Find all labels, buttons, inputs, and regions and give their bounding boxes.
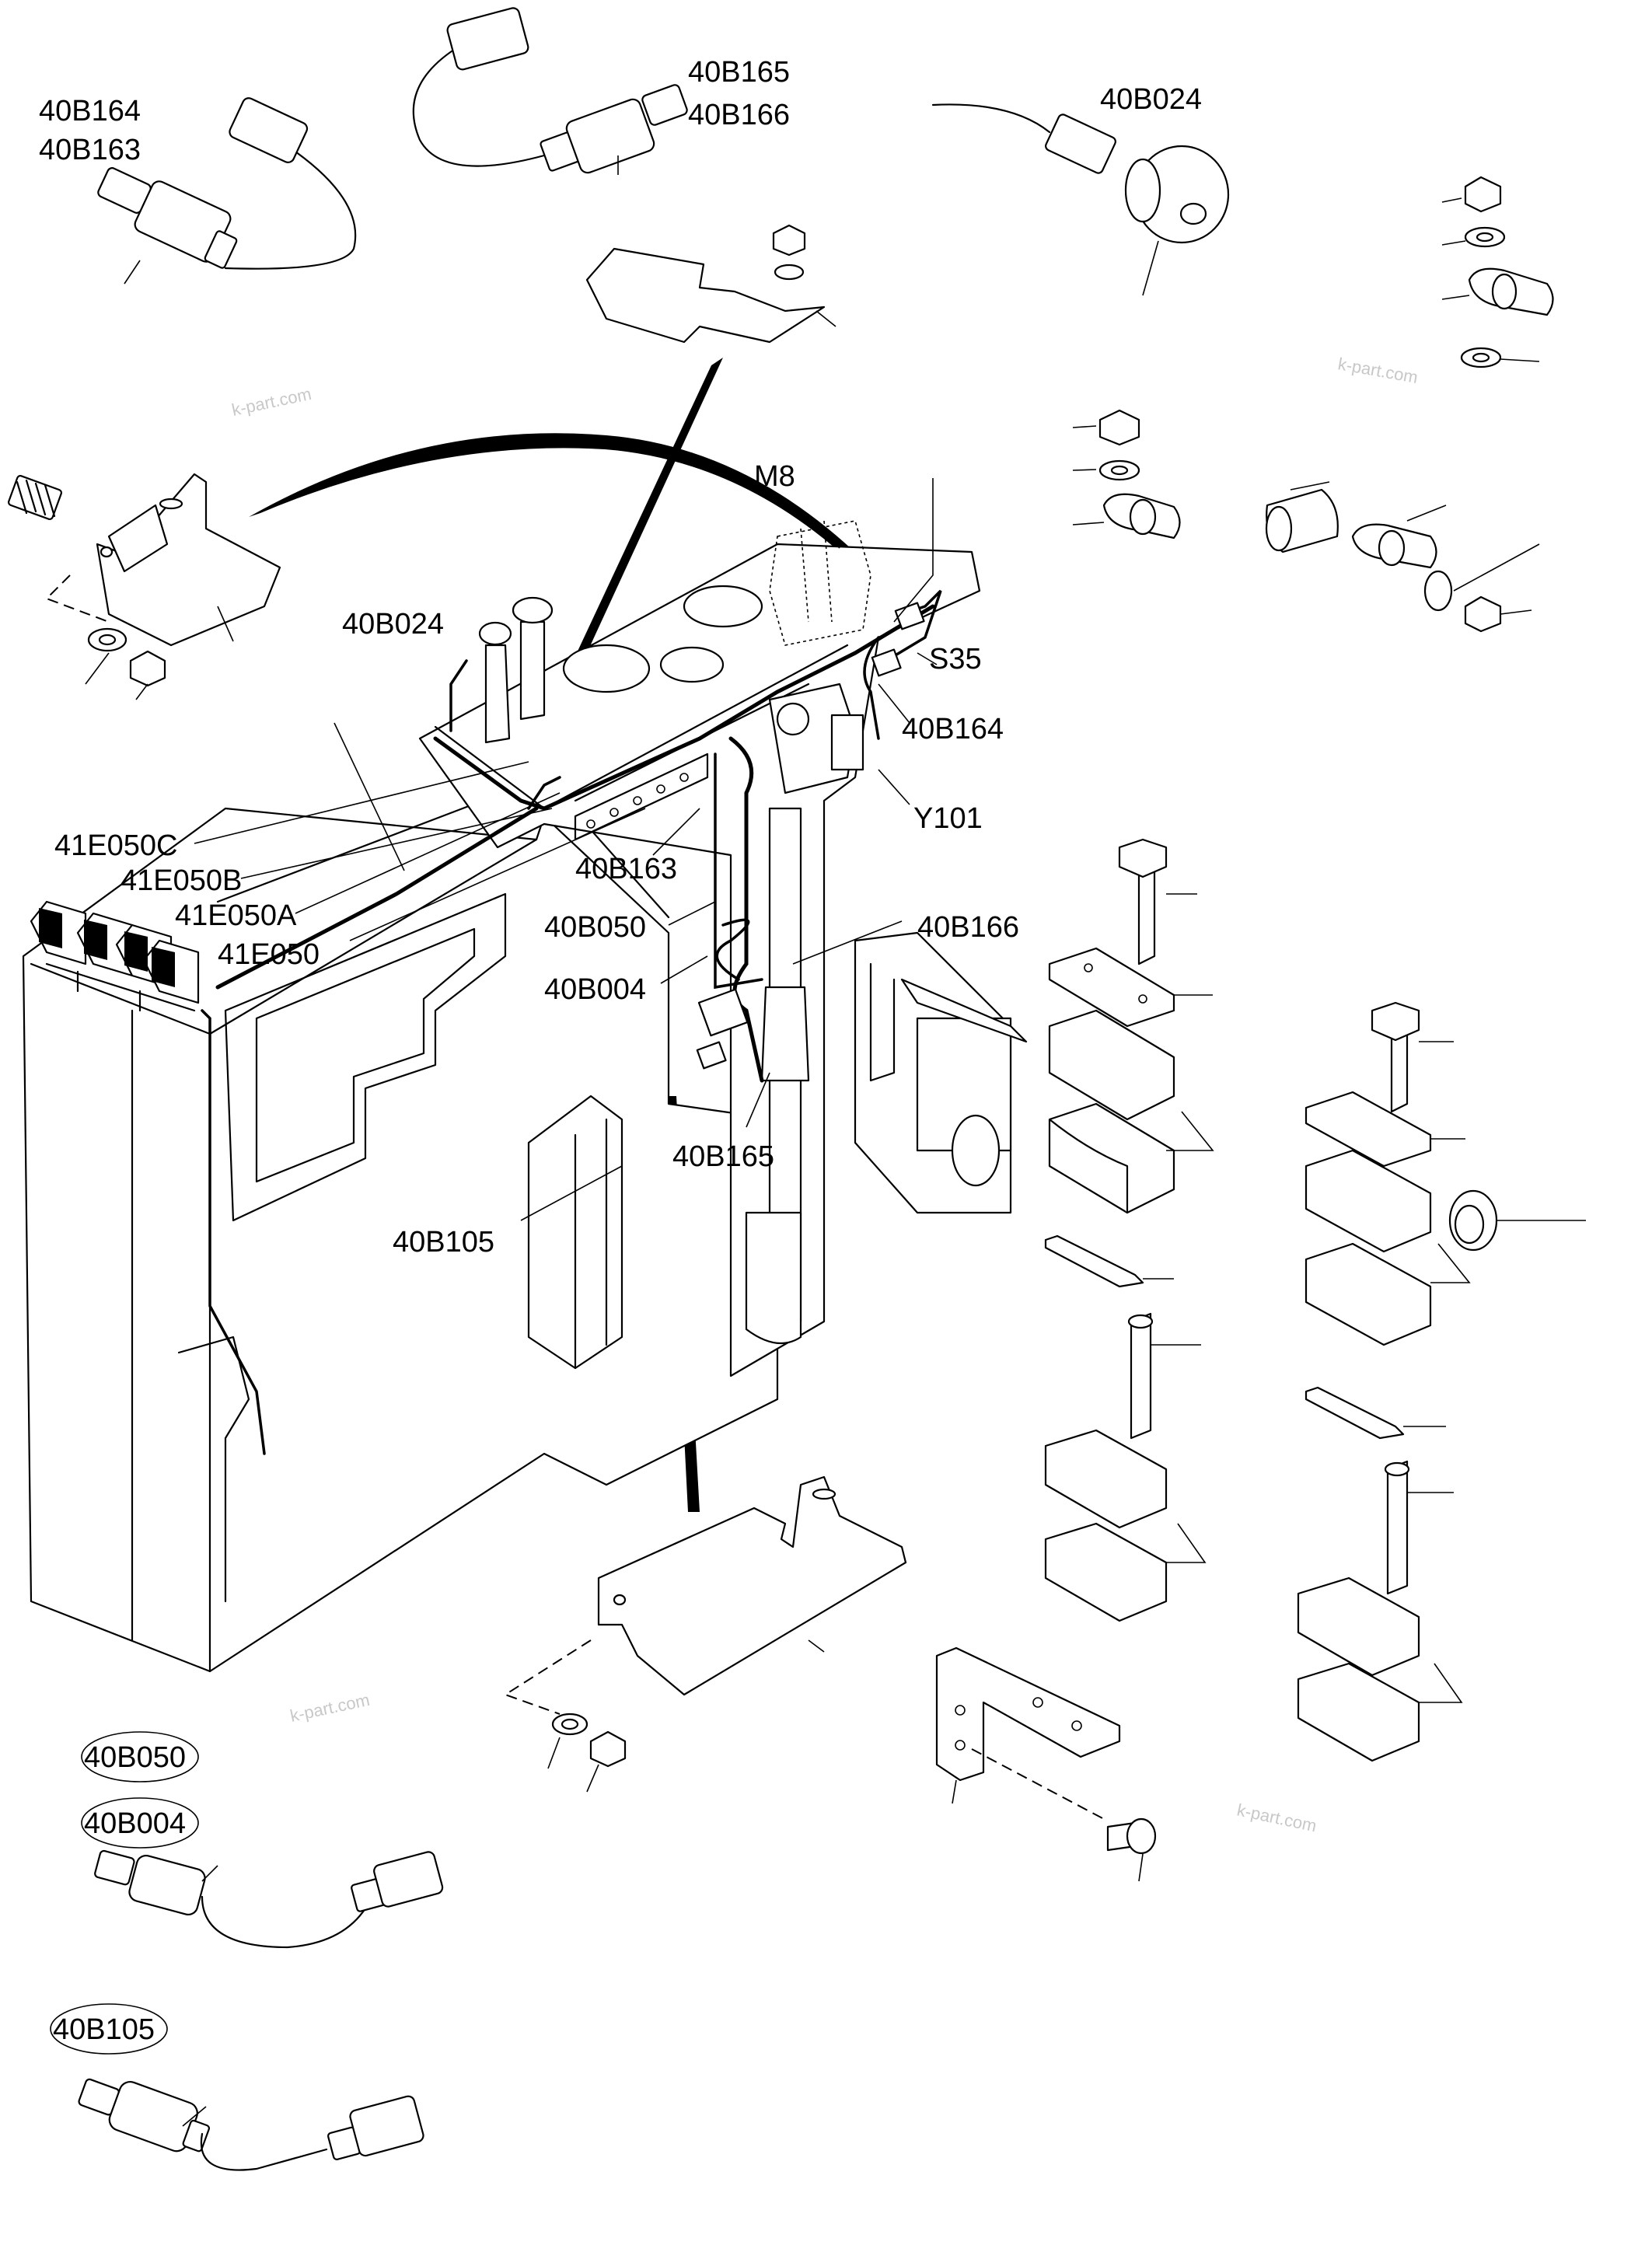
watermark-1: k-part.com (230, 384, 313, 420)
bracket-plate-left (7, 473, 281, 700)
label-41e050c: 41E050C (54, 829, 177, 862)
pipe-clamp-stack-1 (1044, 838, 1214, 1622)
label-40b163-mid: 40B163 (575, 853, 677, 885)
label-40b024-mid: 40B024 (342, 608, 444, 641)
label-40b166-top: 40B166 (688, 99, 790, 131)
main-assembly (22, 520, 1028, 1673)
callout-oval-40b105 (50, 2003, 168, 2055)
clamp-with-spacer (1265, 481, 1540, 633)
sensor-40b165-top (412, 7, 688, 175)
label-41e050a: 41E050A (175, 899, 297, 932)
label-40b165-mid: 40B165 (672, 1140, 774, 1173)
angle-bracket (935, 1646, 1157, 1882)
label-41e050b: 41E050B (120, 864, 242, 897)
label-40b004-circled: 40B004 (84, 1807, 186, 1840)
watermark-4: k-part.com (1235, 1800, 1318, 1835)
label-40b166-mid: 40B166 (917, 911, 1019, 944)
pipe-clamp-stack-2 (1297, 1001, 1586, 1762)
callout-oval-40b050 (81, 1731, 199, 1782)
label-40b105-mid: 40B105 (393, 1226, 494, 1259)
label-40b105-circled: 40B105 (53, 2013, 155, 2046)
label-40b024-top: 40B024 (1100, 83, 1202, 116)
label-40b164-mid: 40B164 (902, 713, 1004, 745)
label-s35: S35 (929, 643, 982, 676)
leader-lines (194, 478, 938, 1221)
watermark-3: k-part.com (288, 1690, 372, 1726)
label-m8: M8 (754, 460, 795, 493)
label-y101: Y101 (913, 802, 983, 835)
sensor-40b105 (78, 2078, 424, 2171)
sensor-40b024-top (931, 103, 1230, 296)
label-41e050: 41E050 (218, 938, 320, 971)
label-40b050-circled: 40B050 (84, 1741, 186, 1774)
watermark-2: k-part.com (1336, 354, 1420, 387)
wiring-harness (201, 589, 942, 1455)
label-40b163-top: 40B163 (39, 134, 141, 166)
label-40b004-mid: 40B004 (544, 973, 646, 1006)
sensor-40b164-top (97, 97, 357, 285)
arrow-to-bracket (249, 433, 863, 566)
clamp-set-mid-right (1072, 409, 1181, 539)
top-cover-plate (585, 224, 836, 344)
lamp-cluster (30, 900, 200, 1012)
bottom-cover-plate (503, 1475, 907, 1793)
label-40b164-top: 40B164 (39, 95, 141, 127)
sensor-40b050-40b004 (94, 1849, 444, 1949)
callout-oval-40b004 (81, 1797, 199, 1849)
label-40b050-mid: 40B050 (544, 911, 646, 944)
label-40b165-top: 40B165 (688, 56, 790, 89)
clamp-set-top-right (1441, 176, 1554, 368)
